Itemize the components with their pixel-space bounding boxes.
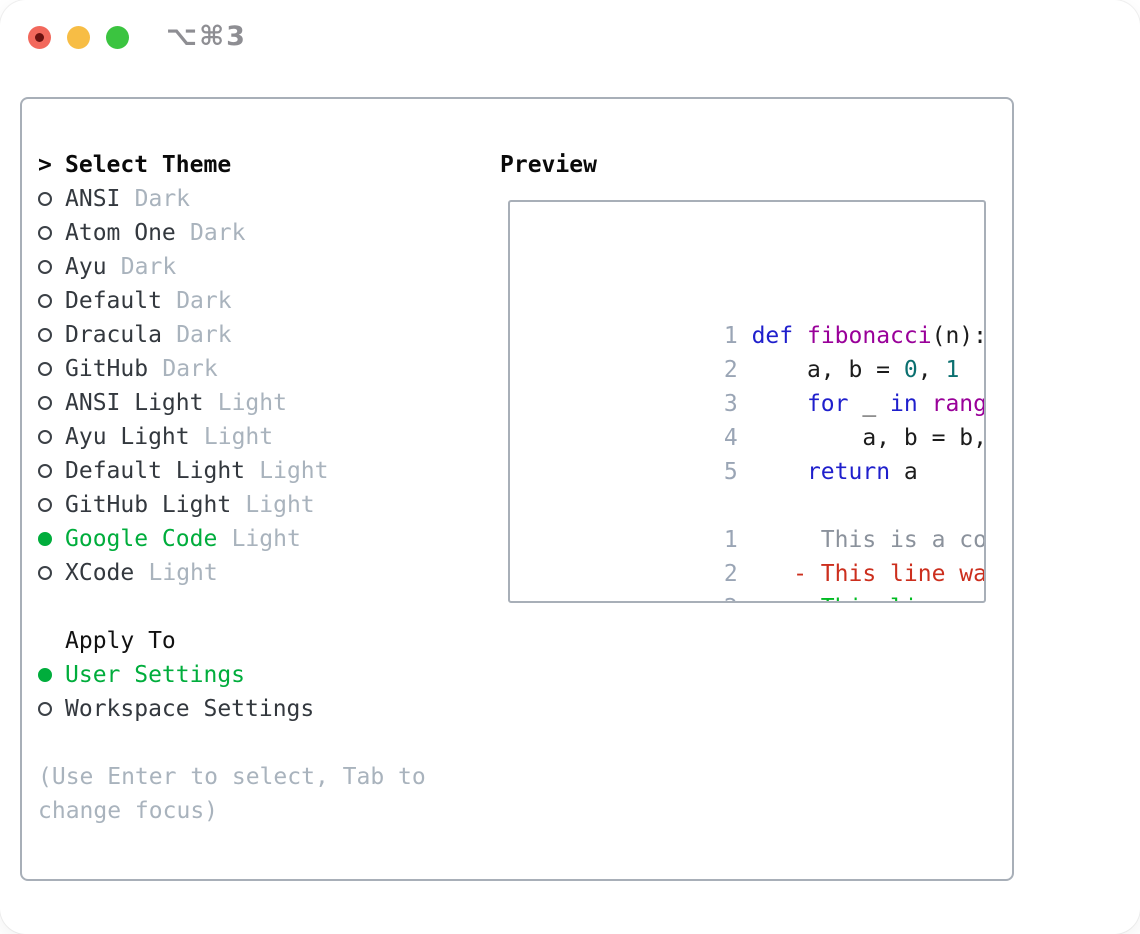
- theme-variant-tag: Dark: [190, 220, 246, 246]
- preview-title: Preview: [500, 152, 597, 178]
- line-number: 2: [723, 561, 738, 587]
- theme-item[interactable]: XCode Light: [38, 556, 488, 590]
- apply-to-header: Apply To: [38, 624, 488, 658]
- theme-name: Atom One: [65, 220, 176, 246]
- theme-item[interactable]: Ayu Light Light: [38, 420, 488, 454]
- hint-line-2: change focus): [38, 798, 219, 824]
- theme-item[interactable]: Ayu Dark: [38, 250, 488, 284]
- line-number: 1: [723, 527, 738, 553]
- apply-option[interactable]: User Settings: [38, 658, 488, 692]
- theme-variant-tag: Dark: [134, 186, 191, 212]
- apply-to-label: Apply To: [65, 628, 176, 654]
- line-number: 4: [723, 425, 738, 451]
- diff-preview: 1 This is a context line. 2 - This line …: [530, 489, 984, 601]
- theme-variant-tag: Light: [259, 458, 329, 484]
- apply-option-name: User Settings: [65, 662, 246, 688]
- screenshot-shortcut-label: ⌥⌘3: [166, 21, 247, 52]
- hint-line-1: (Use Enter to select, Tab to: [38, 764, 426, 790]
- code-line: 4 a, b = b, a + b: [530, 387, 984, 451]
- radio-icon: [38, 668, 52, 682]
- line-number: 5: [723, 459, 738, 485]
- diff-line: 1 This is a context line.: [530, 489, 984, 553]
- theme-item[interactable]: ANSI Dark: [38, 182, 488, 216]
- theme-variant-tag: Light: [231, 526, 301, 552]
- spacer-row: [38, 590, 488, 624]
- code-line: 3 for _ in range(n):: [530, 353, 984, 417]
- code-line: 2 a, b = 0, 1: [530, 319, 984, 383]
- radio-icon: [38, 702, 52, 716]
- theme-name: Default Light: [65, 458, 246, 484]
- radio-icon: [38, 396, 52, 410]
- theme-item[interactable]: GitHub Light Light: [38, 488, 488, 522]
- line-number: 3: [723, 391, 738, 417]
- theme-variant-tag: Light: [203, 424, 274, 450]
- theme-name: ANSI Light: [65, 390, 204, 416]
- minimize-button-icon[interactable]: [67, 26, 90, 49]
- apply-option-name: Workspace Settings: [65, 696, 315, 722]
- theme-item[interactable]: Default Light Light: [38, 454, 488, 488]
- theme-name: GitHub Light: [65, 492, 232, 518]
- cursor-icon: >: [38, 152, 52, 178]
- diff-line: 2 - This line was deleted.: [530, 523, 984, 587]
- theme-name: GitHub: [65, 356, 149, 382]
- apply-option[interactable]: Workspace Settings: [38, 692, 488, 726]
- theme-name: ANSI: [65, 186, 121, 212]
- theme-name: Dracula: [65, 322, 162, 348]
- theme-name: Google Code: [65, 526, 218, 552]
- line-number: 1: [723, 323, 738, 349]
- theme-variant-tag: Dark: [176, 288, 232, 314]
- line-number: 2: [724, 591, 738, 601]
- theme-list: ANSI Dark Atom One Dark Ayu Dark Default…: [38, 182, 488, 590]
- theme-item[interactable]: Google Code Light: [38, 522, 488, 556]
- apply-to-list: User Settings Workspace Settings: [38, 658, 488, 726]
- radio-icon: [38, 566, 52, 580]
- theme-name: Ayu Light: [65, 424, 190, 450]
- theme-variant-tag: Light: [148, 560, 218, 586]
- theme-item[interactable]: Dracula Dark: [38, 318, 488, 352]
- radio-icon: [38, 464, 52, 478]
- zoom-button-icon[interactable]: [106, 26, 129, 49]
- theme-item[interactable]: ANSI Light Light: [38, 386, 488, 420]
- theme-item[interactable]: Atom One Dark: [38, 216, 488, 250]
- theme-variant-tag: Light: [217, 390, 287, 416]
- spacer-row: [530, 251, 984, 285]
- theme-name: Ayu: [65, 254, 107, 280]
- theme-item[interactable]: Default Dark: [38, 284, 488, 318]
- theme-sidebar: > Select Theme ANSI Dark Atom One Dark A…: [38, 148, 488, 828]
- radio-icon: [38, 260, 52, 274]
- select-theme-header: > Select Theme: [38, 148, 488, 182]
- theme-variant-tag: Dark: [162, 356, 218, 382]
- theme-variant-tag: Dark: [120, 254, 177, 280]
- radio-icon: [38, 362, 52, 376]
- line-number: 2: [723, 357, 738, 383]
- titlebar: ⌥⌘3: [0, 0, 1140, 74]
- close-button-icon[interactable]: [28, 26, 51, 49]
- radio-icon: [38, 532, 52, 546]
- radio-icon: [38, 328, 52, 342]
- theme-name: XCode: [65, 560, 135, 586]
- theme-variant-tag: Light: [245, 492, 315, 518]
- radio-icon: [38, 192, 52, 206]
- theme-variant-tag: Dark: [176, 322, 232, 348]
- sidebar-title: Select Theme: [65, 152, 232, 178]
- radio-icon: [38, 226, 52, 240]
- radio-icon: [38, 498, 52, 512]
- theme-item[interactable]: GitHub Dark: [38, 352, 488, 386]
- spacer-row: [38, 726, 488, 760]
- radio-icon: [38, 430, 52, 444]
- diff-line: 2 + This line was added.: [530, 557, 984, 601]
- radio-icon: [38, 294, 52, 308]
- code-line: 5 return a: [530, 421, 984, 485]
- theme-name: Default: [65, 288, 162, 314]
- traffic-lights: [28, 26, 129, 49]
- main-panel: > Select Theme ANSI Dark Atom One Dark A…: [20, 97, 1014, 881]
